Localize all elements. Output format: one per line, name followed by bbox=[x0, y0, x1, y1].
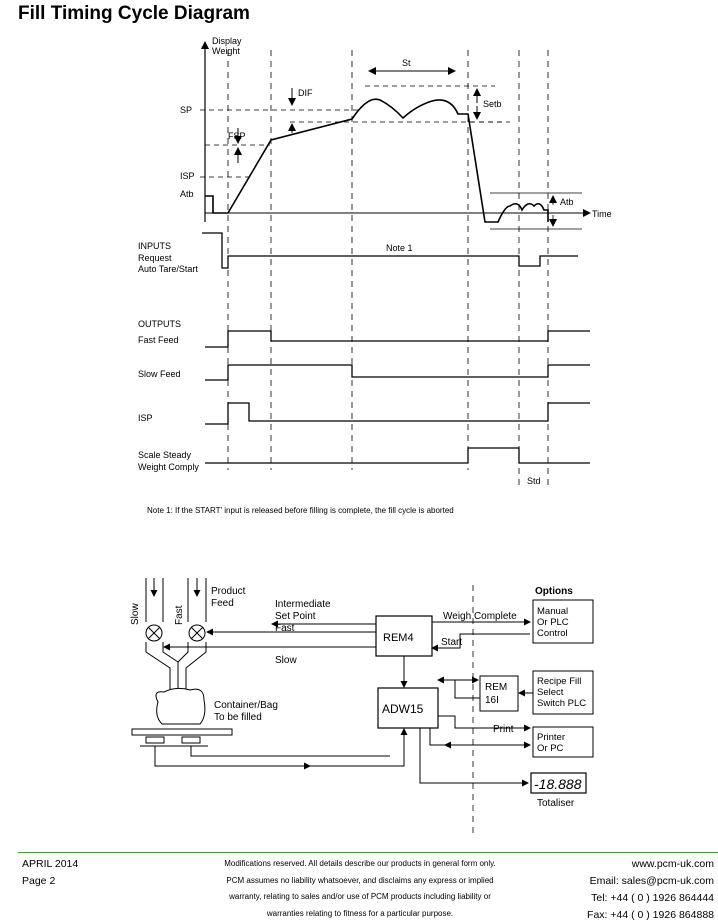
footer-left: APRIL 2014 Page 2 bbox=[22, 856, 78, 890]
start-line bbox=[431, 633, 530, 652]
scale-platform bbox=[131, 728, 233, 736]
footer-contact: www.pcm-uk.com Email: sales@pcm-uk.com T… bbox=[587, 856, 714, 924]
manual-label-3: Control bbox=[537, 628, 568, 639]
totaliser-line bbox=[419, 728, 529, 787]
totaliser-label: Totaliser bbox=[537, 798, 575, 809]
weight-comply-label: Weight Comply bbox=[138, 462, 199, 472]
page-title: Fill Timing Cycle Diagram bbox=[18, 3, 250, 24]
fast-chute bbox=[177, 642, 207, 690]
page-footer: APRIL 2014 Page 2 Modifications reserved… bbox=[0, 852, 718, 921]
rem16i-label-1: REM bbox=[485, 682, 507, 693]
auto-tare-start-label: Auto Tare/Start bbox=[138, 264, 198, 274]
time-label: Time bbox=[592, 209, 612, 219]
isp-output-label: ISP bbox=[138, 413, 153, 423]
product-feed-label-2: Feed bbox=[211, 598, 234, 609]
load-cell-signal bbox=[154, 728, 408, 767]
atb-band-label: Atb bbox=[560, 197, 574, 207]
setb-label: Setb bbox=[483, 99, 502, 109]
isp-output-signal bbox=[205, 402, 590, 425]
axis-label-display: Display bbox=[212, 36, 242, 46]
printer-box bbox=[532, 726, 594, 758]
slow-pipe-label: Slow bbox=[130, 603, 141, 625]
rem4-label: REM4 bbox=[383, 632, 414, 644]
adw15-label: ADW15 bbox=[382, 702, 424, 716]
rem16i-label-2: 16I bbox=[485, 695, 499, 706]
adw15-box bbox=[377, 687, 439, 729]
slow-valve-icon bbox=[145, 624, 163, 642]
inputs-heading: INPUTS bbox=[138, 241, 171, 251]
print-label: Print bbox=[493, 724, 514, 735]
system-diagram: Slow Fast Product Feed Intermediate Set … bbox=[130, 578, 594, 835]
fast-feed-signal bbox=[205, 330, 590, 348]
st-label: St bbox=[402, 58, 411, 68]
scale-steady-label: Scale Steady bbox=[138, 450, 192, 460]
request-label: Request bbox=[138, 253, 172, 263]
footer-page: Page 2 bbox=[22, 875, 56, 887]
container-label-1: Container/Bag bbox=[214, 700, 278, 711]
manual-plc-box bbox=[532, 599, 594, 644]
weight-curve bbox=[205, 98, 549, 223]
disclaimer-line-1: Modifications reserved. All details desc… bbox=[224, 859, 496, 868]
product-feed-label: Product bbox=[211, 586, 246, 597]
container-bag-icon bbox=[155, 687, 206, 725]
isp-label: ISP bbox=[180, 171, 195, 181]
note1-marker: Note 1 bbox=[386, 243, 413, 253]
slow-signal-label: Slow bbox=[275, 655, 297, 666]
totaliser-display bbox=[530, 772, 587, 794]
recipe-label-1: Recipe Fill bbox=[537, 676, 581, 687]
disclaimer-line-2: PCM assumes no liability whatsoever, and… bbox=[226, 875, 494, 885]
footer-website[interactable]: www.pcm-uk.com bbox=[631, 858, 714, 870]
options-heading: Options bbox=[535, 586, 573, 597]
request-signal bbox=[202, 232, 578, 269]
footer-disclaimer: Modifications reserved. All details desc… bbox=[170, 856, 550, 922]
recipe-box bbox=[532, 670, 594, 715]
weigh-complete-label: Weigh Complete bbox=[443, 611, 517, 622]
fast-pipe-label: Fast bbox=[174, 605, 185, 625]
slow-feed-label: Slow Feed bbox=[138, 369, 181, 379]
rem16i-to-adw15 bbox=[437, 676, 480, 699]
rem16i-box bbox=[479, 675, 519, 712]
manual-label-2: Or PLC bbox=[537, 617, 569, 628]
disclaimer-line-3: warranty, relating to sales and/or use o… bbox=[229, 892, 491, 901]
std-label: Std bbox=[527, 476, 541, 486]
recipe-label-2: Select bbox=[537, 687, 564, 698]
axis-label-weight: Weight bbox=[212, 46, 240, 56]
fill-timing-diagram: Display Weight Time SP ISP Atb Atb DIF bbox=[138, 36, 612, 515]
start-label: Start bbox=[441, 637, 462, 648]
fast-valve-icon bbox=[188, 624, 206, 642]
sp-label: SP bbox=[180, 105, 192, 115]
slow-feed-signal bbox=[205, 364, 590, 381]
fast-feed-label: Fast Feed bbox=[138, 335, 179, 345]
recipe-label-3: Switch PLC bbox=[537, 698, 586, 709]
slow-chute bbox=[145, 642, 179, 690]
print-line bbox=[438, 715, 531, 732]
footer-date: APRIL 2014 bbox=[22, 858, 79, 870]
footer-email[interactable]: Email: sales@pcm-uk.com bbox=[589, 875, 714, 887]
load-cell-icon bbox=[140, 736, 208, 747]
rem4-box bbox=[375, 615, 433, 657]
footer-rule bbox=[18, 852, 718, 853]
disclaimer-line-4: warranties relating to fitness for a par… bbox=[266, 908, 454, 918]
intermediate-label-1: Intermediate bbox=[275, 599, 331, 610]
fsp-label: FSP bbox=[228, 131, 246, 141]
intermediate-label-2: Set Point bbox=[275, 611, 316, 622]
printer-pc-line bbox=[429, 728, 531, 749]
footer-fax: Fax: +44 ( 0 ) 1926 864888 bbox=[587, 909, 714, 921]
load-cell-signal-2 bbox=[190, 746, 390, 757]
footer-tel: Tel: +44 ( 0 ) 1926 864444 bbox=[591, 892, 714, 904]
printer-label-1: Printer bbox=[537, 732, 565, 743]
manual-label-1: Manual bbox=[537, 606, 568, 617]
outputs-heading: OUTPUTS bbox=[138, 319, 181, 329]
dif-label: DIF bbox=[298, 88, 313, 98]
printer-label-2: Or PC bbox=[537, 743, 564, 754]
intermediate-label-3: Fast bbox=[275, 623, 295, 634]
container-label-2: To be filled bbox=[214, 712, 262, 723]
note1-text: Note 1: If the START' input is released … bbox=[147, 506, 454, 515]
totaliser-value: -18.888 bbox=[534, 776, 582, 792]
atb-label: Atb bbox=[180, 189, 194, 199]
scale-steady-signal bbox=[205, 447, 590, 464]
